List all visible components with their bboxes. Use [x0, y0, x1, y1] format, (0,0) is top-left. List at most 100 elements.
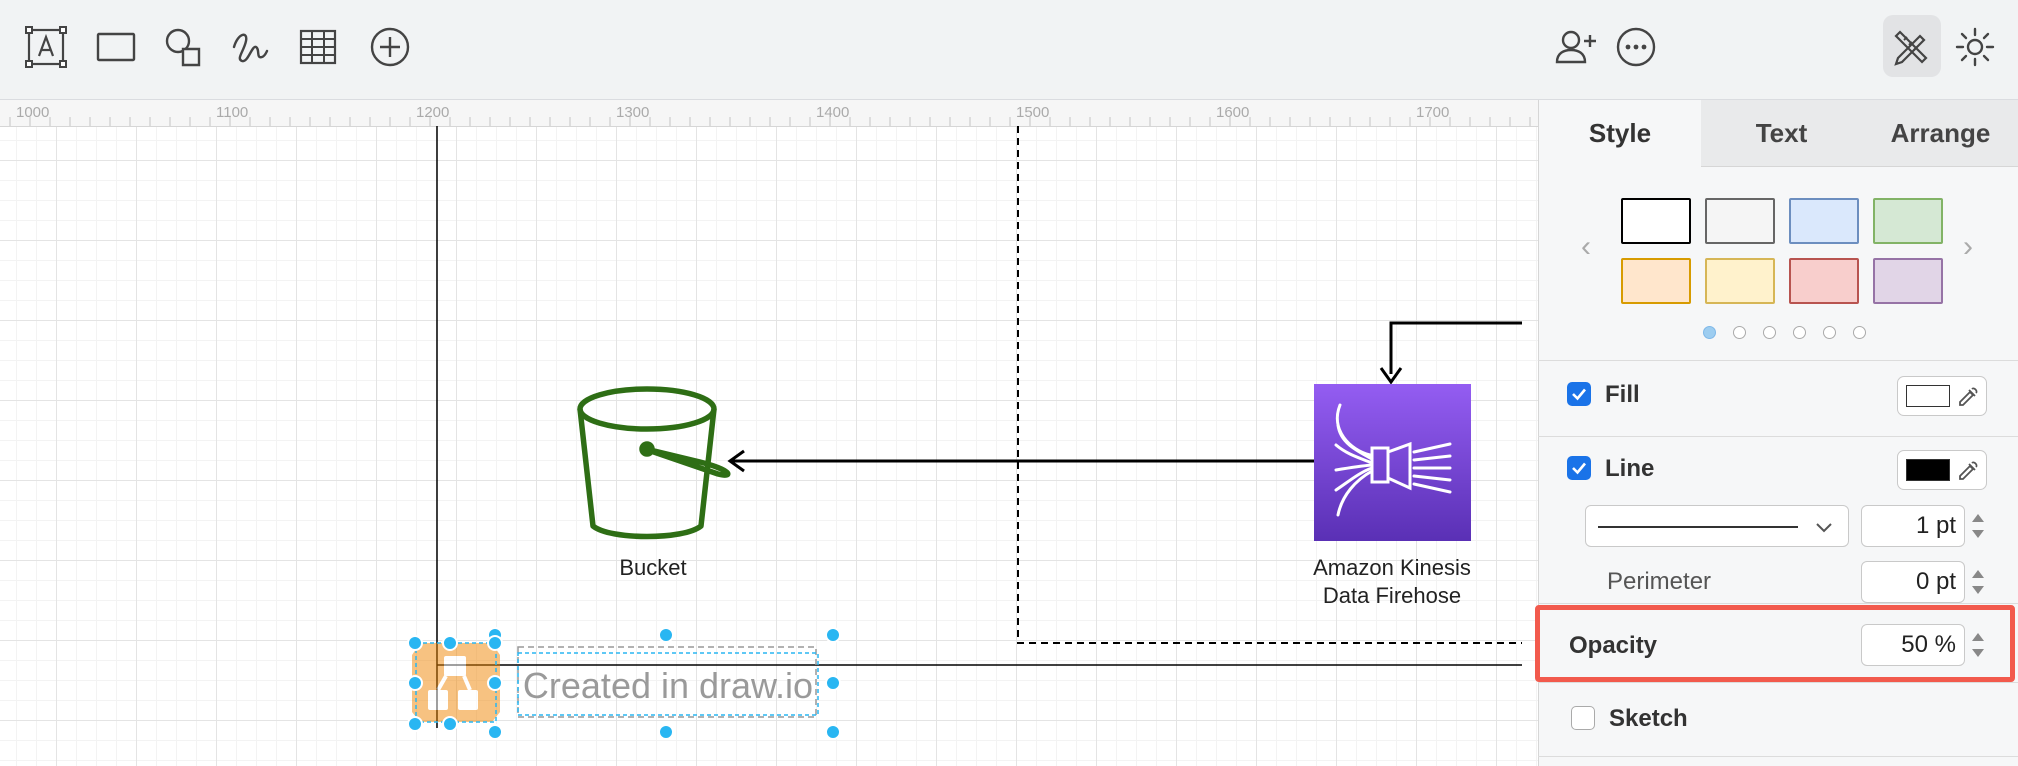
- checkmark-icon: [1572, 462, 1586, 475]
- style-swatch-7[interactable]: [1789, 258, 1859, 304]
- resize-handle[interactable]: [407, 716, 423, 732]
- resize-handle[interactable]: [407, 635, 423, 651]
- perimeter-stepper[interactable]: [1967, 561, 1989, 603]
- resize-handle[interactable]: [487, 675, 503, 691]
- drawio-logo-icon[interactable]: [412, 643, 500, 722]
- shapes-tool-button[interactable]: [155, 19, 211, 75]
- ruler-label-1700: 1700: [1416, 104, 1450, 121]
- style-page-dot[interactable]: [1763, 326, 1776, 339]
- eyedropper-icon: [1959, 387, 1978, 406]
- line-checkbox[interactable]: [1567, 456, 1591, 480]
- plus-circle-icon: [370, 27, 410, 67]
- style-page-dot[interactable]: [1703, 326, 1716, 339]
- dashed-group-boundary: [1017, 126, 1522, 644]
- sketch-checkbox[interactable]: [1571, 706, 1595, 730]
- resize-handle[interactable]: [825, 724, 841, 740]
- watermark-text[interactable]: Created in draw.io: [522, 665, 814, 706]
- fill-checkbox[interactable]: [1567, 382, 1591, 406]
- resize-handle[interactable]: [658, 724, 674, 740]
- format-panel-button[interactable]: [1883, 15, 1941, 77]
- resize-handle[interactable]: [442, 716, 458, 732]
- style-swatch-1[interactable]: [1621, 198, 1691, 244]
- toolbar: [0, 0, 2018, 100]
- kinesis-label-line2: Data Firehose: [1322, 583, 1462, 608]
- table-tool-button[interactable]: [290, 19, 346, 75]
- text-selection-box: [517, 652, 819, 716]
- shapes-icon: [165, 28, 201, 67]
- style-swatch-8[interactable]: [1873, 258, 1943, 304]
- insert-button[interactable]: [362, 19, 418, 75]
- share-button[interactable]: [1548, 19, 1604, 75]
- ruler-label-1200: 1200: [416, 104, 450, 121]
- diagram-canvas[interactable]: [0, 100, 1538, 766]
- next-styles-icon[interactable]: ›: [1963, 230, 1973, 263]
- panel-divider: [1538, 436, 2018, 437]
- more-button[interactable]: [1608, 19, 1664, 75]
- ruler-label-1300: 1300: [616, 104, 650, 121]
- line-color-button[interactable]: [1897, 450, 1987, 490]
- resize-handle[interactable]: [825, 627, 841, 643]
- rectangle-tool-button[interactable]: [88, 19, 144, 75]
- incoming-connector[interactable]: [1389, 321, 1522, 374]
- checkmark-icon: [1572, 388, 1586, 401]
- resize-handle[interactable]: [658, 627, 674, 643]
- style-swatch-4[interactable]: [1873, 198, 1943, 244]
- style-swatch-3[interactable]: [1789, 198, 1859, 244]
- arrowhead-icon: [1379, 367, 1403, 385]
- tab-arrange[interactable]: Arrange: [1862, 100, 2018, 167]
- appearance-button[interactable]: [1947, 19, 2003, 75]
- resize-handle[interactable]: [442, 635, 458, 651]
- text-tool-button[interactable]: [18, 19, 74, 75]
- bucket-icon[interactable]: [577, 386, 731, 540]
- prev-styles-icon[interactable]: ‹: [1581, 230, 1591, 263]
- fill-color-swatch: [1906, 385, 1950, 407]
- kinesis-firehose-icon[interactable]: [1314, 384, 1471, 541]
- perimeter-input[interactable]: 0 pt: [1861, 561, 1965, 603]
- fill-label: Fill: [1605, 381, 1640, 408]
- style-swatch-5[interactable]: [1621, 258, 1691, 304]
- style-swatch-6[interactable]: [1705, 258, 1775, 304]
- ruler-label-1500: 1500: [1016, 104, 1050, 121]
- panel-divider: [1538, 756, 2018, 757]
- opacity-input[interactable]: 50 %: [1861, 624, 1965, 666]
- resize-handle[interactable]: [487, 724, 503, 740]
- solid-line-preview: [1598, 526, 1798, 528]
- kinesis-label-line1: Amazon Kinesis: [1313, 555, 1471, 580]
- line-width-input[interactable]: 1 pt: [1861, 505, 1965, 547]
- more-icon: [1616, 27, 1656, 67]
- fill-color-button[interactable]: [1897, 376, 1987, 416]
- line-color-swatch: [1906, 459, 1950, 481]
- tab-text[interactable]: Text: [1701, 100, 1863, 167]
- opacity-label: Opacity: [1569, 632, 1658, 659]
- freehand-tool-button[interactable]: [222, 19, 278, 75]
- resize-handle[interactable]: [825, 675, 841, 691]
- arrowhead-icon: [727, 449, 745, 473]
- panel-divider: [1538, 682, 2018, 683]
- sketch-label: Sketch: [1609, 705, 1688, 732]
- diagram: [412, 126, 1522, 728]
- horizontal-ruler: 1000 1100 1200 1300 1400 1500 1600 1700: [0, 100, 1538, 127]
- style-page-dot[interactable]: [1853, 326, 1866, 339]
- panel-divider: [1538, 360, 2018, 361]
- style-page-dot[interactable]: [1793, 326, 1806, 339]
- style-swatch-2[interactable]: [1705, 198, 1775, 244]
- text-icon: [25, 26, 67, 68]
- line-width-stepper[interactable]: [1967, 505, 1989, 547]
- opacity-stepper[interactable]: [1967, 624, 1989, 666]
- ruler-label-1000: 1000: [16, 104, 50, 121]
- add-user-icon: [1555, 30, 1596, 64]
- resize-handle[interactable]: [487, 635, 503, 651]
- rectangle-icon: [96, 32, 136, 62]
- resize-handle[interactable]: [407, 675, 423, 691]
- tab-style[interactable]: Style: [1539, 100, 1702, 166]
- opacity-highlight-box: [1535, 605, 2015, 682]
- style-page-dot[interactable]: [1733, 326, 1746, 339]
- ruler-label-1400: 1400: [816, 104, 850, 121]
- perimeter-label: Perimeter: [1607, 568, 1712, 595]
- table-icon: [299, 29, 337, 65]
- line-label: Line: [1605, 455, 1655, 482]
- style-page-dot[interactable]: [1823, 326, 1836, 339]
- line-pattern-select[interactable]: [1585, 505, 1849, 547]
- panel-divider: [1538, 603, 2018, 604]
- freehand-icon: [232, 33, 269, 63]
